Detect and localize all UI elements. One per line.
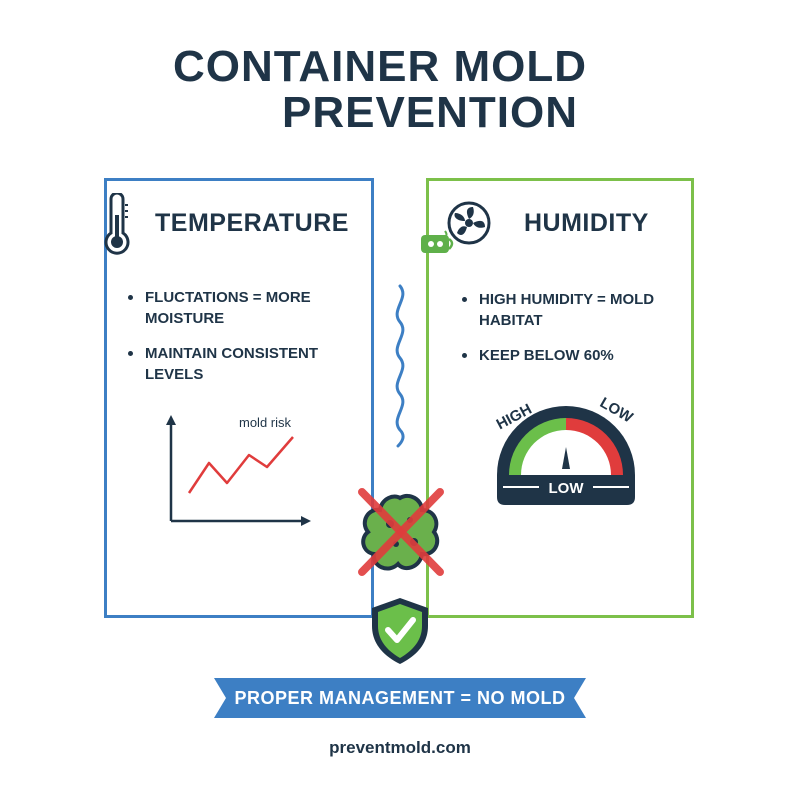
humidity-heading: HUMIDITY (524, 209, 649, 237)
bullet-item: FLUCTATIONS = MORE MOISTURE (125, 287, 355, 329)
temperature-panel: TEMPERATURE FLUCTATIONS = MORE MOISTURE … (104, 178, 374, 618)
moisture-wave (395, 284, 405, 448)
banner-ribbon (214, 678, 586, 718)
footer-url: preventmold.com (329, 738, 471, 757)
chart-label: mold risk (239, 415, 292, 430)
bullet-item: KEEP BELOW 60% (459, 345, 669, 366)
bullet-item: MAINTAIN CONSISTENT LEVELS (125, 343, 355, 385)
bullet-item: HIGH HUMIDITY = MOLD HABITAT (459, 289, 669, 331)
mold-risk-chart: mold risk (166, 415, 311, 526)
title-line-1: CONTAINER MOLD (172, 42, 588, 91)
humidifier-icon (421, 230, 454, 253)
banner-text: PROPER MANAGEMENT = NO MOLD (234, 688, 566, 708)
humidity-bullets: HIGH HUMIDITY = MOLD HABITAT KEEP BELOW … (459, 289, 669, 380)
temperature-bullets: FLUCTATIONS = MORE MOISTURE MAINTAIN CON… (125, 287, 355, 399)
thermometer-icon (104, 193, 130, 255)
page-title: CONTAINER MOLD PREVENTION (0, 44, 800, 136)
humidity-panel: HUMIDITY HIGH HUMIDITY = MOLD HABITAT KE… (421, 178, 694, 618)
title-line-2: PREVENTION (281, 88, 579, 137)
y-axis-arrow (166, 415, 176, 425)
x-axis-arrow (301, 516, 311, 526)
risk-line (187, 436, 294, 494)
humidity-gauge: HIGH LOW LOW (494, 394, 636, 505)
shield-check-icon (372, 598, 428, 664)
fan-icon (447, 201, 491, 245)
gauge-reading: LOW (549, 480, 585, 497)
summary-banner: PROPER MANAGEMENT = NO MOLD (214, 678, 586, 718)
no-mold-icon (358, 488, 444, 576)
gauge-needle (562, 447, 570, 469)
temperature-heading: TEMPERATURE (155, 209, 349, 237)
cross-mark (358, 488, 444, 576)
